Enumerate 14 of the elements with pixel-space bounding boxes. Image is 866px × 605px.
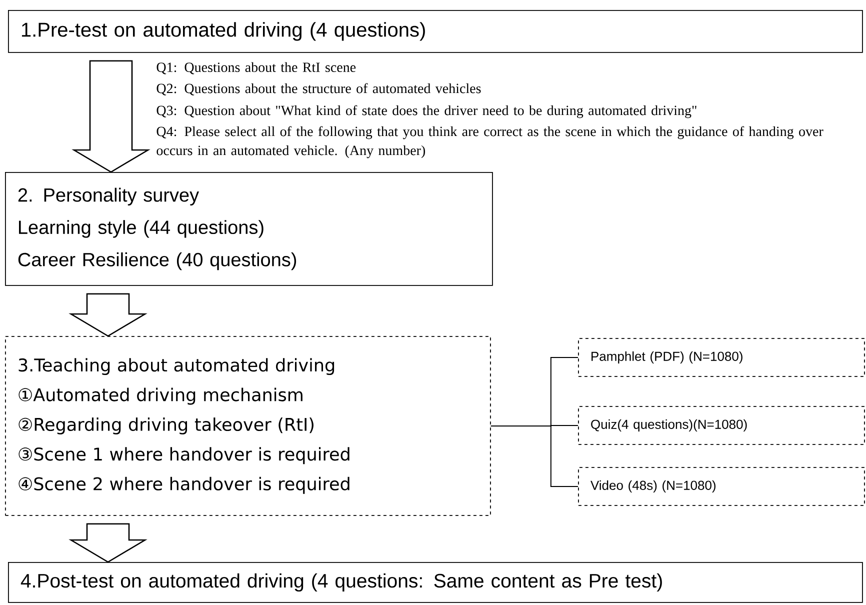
material-box: Pamphlet (PDF) (N=1080) <box>578 338 865 377</box>
connector-line <box>490 425 578 487</box>
block-arrow <box>68 293 148 337</box>
material-box: Quiz(4 questions)(N=1080) <box>578 406 865 445</box>
step-box: 1.Pre-test on automated driving (4 questions) <box>8 10 863 53</box>
step-box: 2. Personality survey Learning style (44 questions) Career Resilience (40 questions) <box>5 172 493 286</box>
step-box: 4.Post-test on automated driving (4 questions: Same content as Pre test) <box>8 562 863 603</box>
question-text: Q3: Question about "What kind of state does the driver need to be during automated driving" <box>156 105 696 118</box>
block-arrow <box>72 60 150 173</box>
block-arrow <box>68 523 148 563</box>
question-text: Q2: Questions about the structure of automated vehicles <box>156 83 481 96</box>
step-box: 3.Teaching about automated driving ①Automated driving mechanism ②Regarding driving takeover (RtI) ③Scene 1 where handover is required ④Scene 2 where handover is required <box>5 336 491 516</box>
question-text: Q4: Please select all of the following that you think are correct as the scene in which the guidance of handing over occurs in an automated vehicle. (Any number) <box>156 126 824 158</box>
material-box: Video (48s) (N=1080) <box>578 467 865 506</box>
